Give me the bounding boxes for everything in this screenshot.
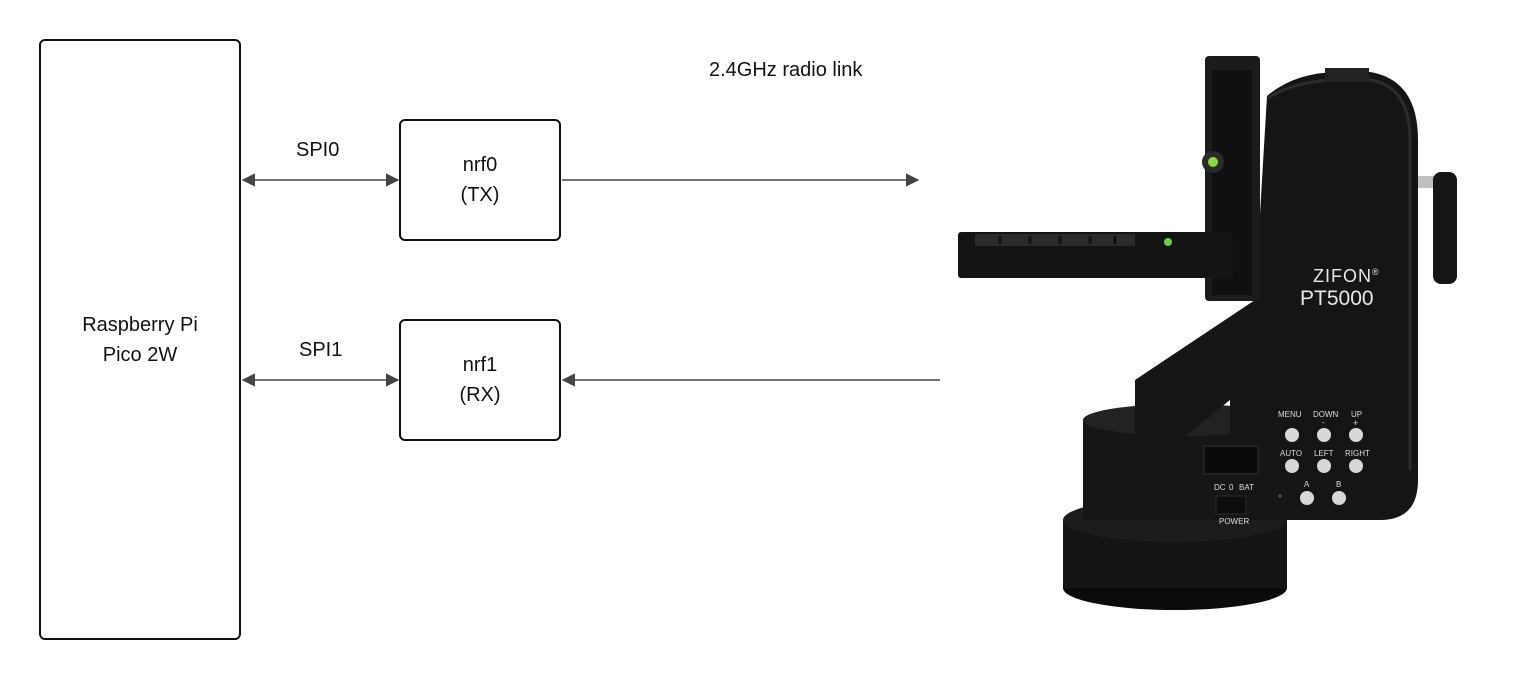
button-label-right: RIGHT xyxy=(1345,449,1370,458)
pico-label-line1: Raspberry Pi xyxy=(82,313,198,336)
button-label-auto: AUTO xyxy=(1280,449,1303,458)
pico-box: Raspberry Pi Pico 2W xyxy=(39,39,241,640)
pico-label-line2: Pico 2W xyxy=(102,343,178,366)
device-brand-name: ZIFON xyxy=(1313,266,1372,286)
button-label-up: UP xyxy=(1351,410,1363,419)
switch-label-bat: BAT xyxy=(1239,483,1254,492)
button-label-left: LEFT xyxy=(1314,449,1334,458)
button-label-menu: MENU xyxy=(1278,410,1302,419)
button-label-down: DOWN xyxy=(1313,410,1339,419)
switch-label-zero: 0 xyxy=(1229,483,1234,492)
device-brand-mark: ® xyxy=(1372,267,1380,277)
button-label-a: A xyxy=(1304,480,1310,489)
nrf0-box: nrf0 (TX) xyxy=(399,119,561,241)
radio-link-label: 2.4GHz radio link xyxy=(709,59,863,81)
nrf1-box: nrf1 (RX) xyxy=(399,319,561,441)
device-model: PT5000 xyxy=(1300,287,1374,310)
switch-label-dc: DC xyxy=(1214,483,1226,492)
nrf1-role: (RX) xyxy=(459,384,501,406)
switch-label-power: POWER xyxy=(1219,517,1250,526)
spi0-label: SPI0 xyxy=(296,139,340,161)
nrf0-role: (TX) xyxy=(460,184,500,206)
spi1-label: SPI1 xyxy=(299,339,343,361)
nrf0-name: nrf0 xyxy=(462,154,498,176)
button-symbol-up: + xyxy=(1353,418,1359,428)
nrf1-name: nrf1 xyxy=(462,354,498,376)
button-label-b: B xyxy=(1336,480,1342,489)
button-symbol-down: - xyxy=(1322,418,1325,427)
device-brand: ZIFON® xyxy=(1313,266,1380,287)
